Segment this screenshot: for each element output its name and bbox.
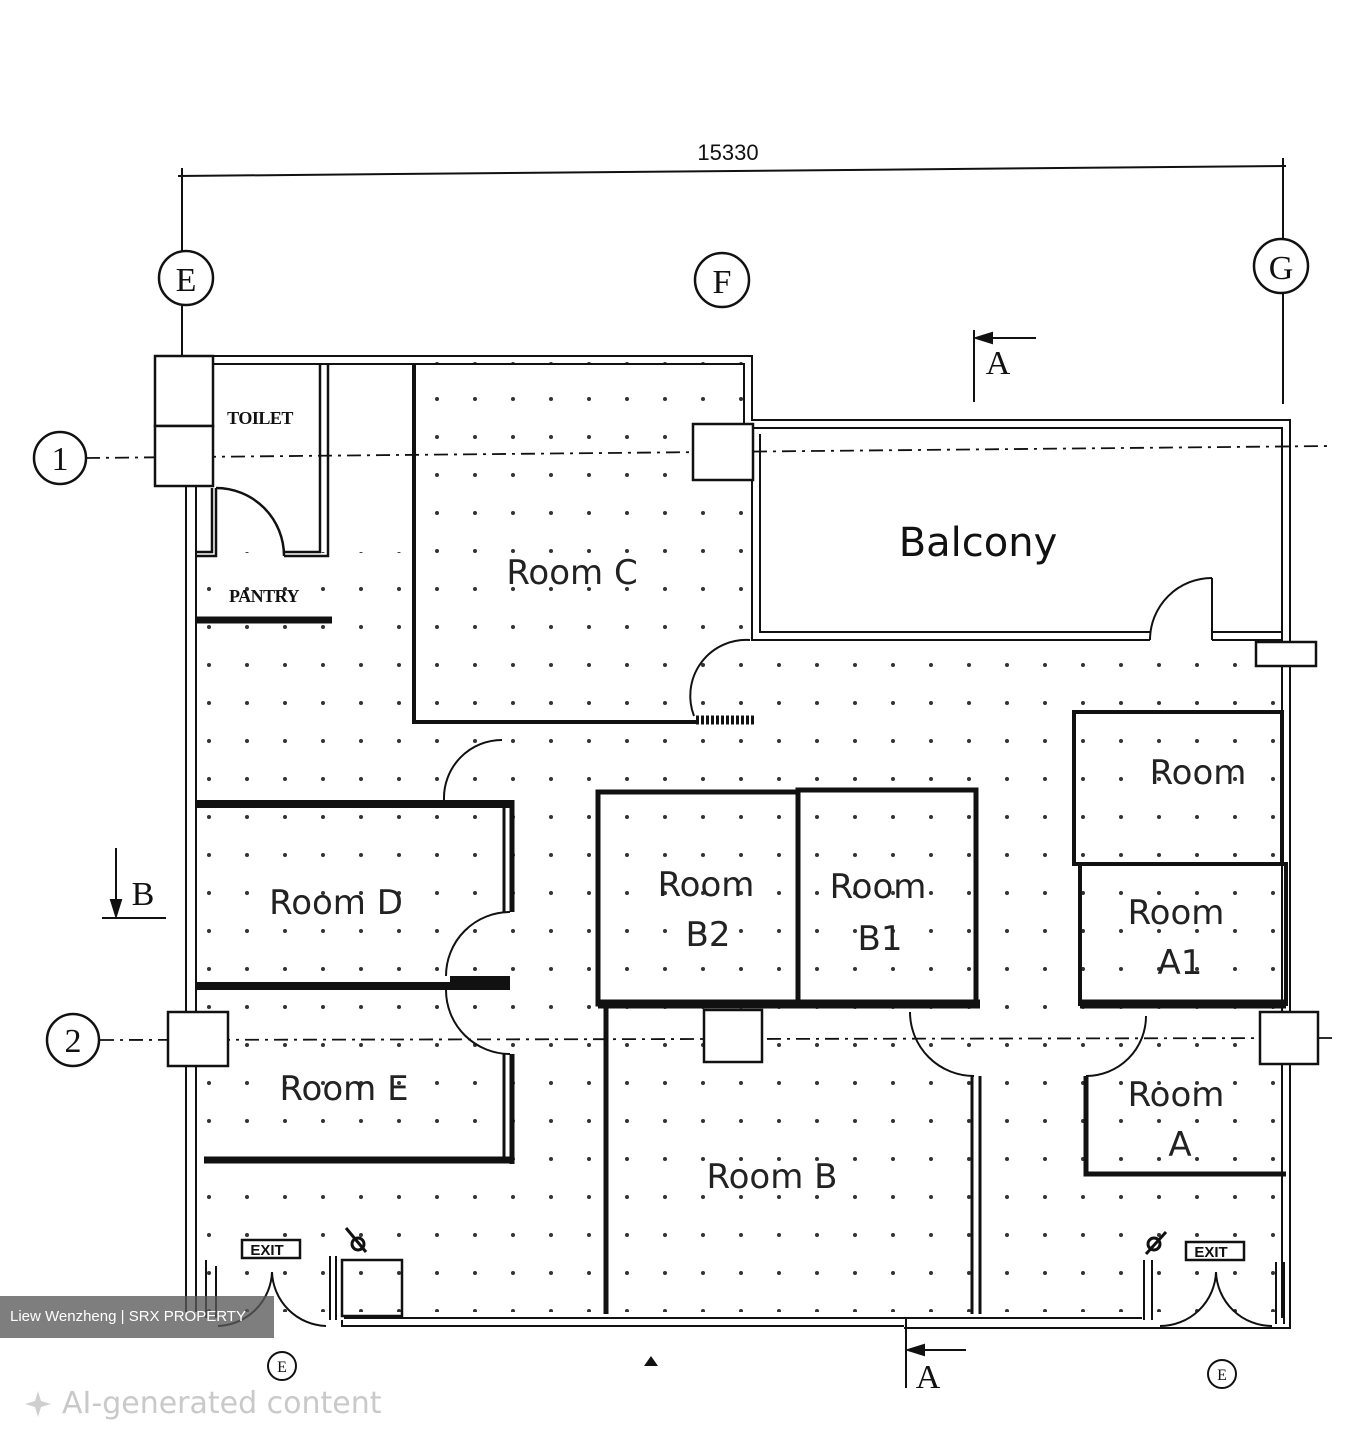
svg-text:E: E [277,1359,287,1376]
fire-extinguisher-icon [1144,1230,1168,1256]
svg-text:EXIT: EXIT [1194,1244,1227,1261]
section-mark-b [102,848,166,920]
label-room-b2-line2: B2 [686,915,731,955]
svg-text:F: F [713,264,732,301]
svg-text:E: E [1217,1367,1227,1384]
photo-credit-banner: Liew Wenzheng | SRX PROPERTY [0,1296,274,1338]
ai-generated-label: AI-generated content [62,1386,382,1421]
balcony-door [1149,577,1213,641]
label-room-top-right: Room [1150,753,1247,793]
fire-extinguisher-icon [344,1227,368,1253]
grid-bubble-2: 2 [45,1012,101,1068]
label-room-b1-line1: Room [830,867,927,907]
sparkle-icon [25,1391,51,1417]
floor-dots-right [750,640,1286,1312]
section-label-a-bottom: A [916,1359,941,1396]
svg-text:EXIT: EXIT [250,1242,283,1259]
label-room-a1-line1: Room [1128,893,1225,933]
label-room-b2-line1: Room [658,865,755,905]
section-label-b: B [132,876,155,913]
section-label-a-top: A [986,345,1011,382]
section-mark-a-top [972,330,1036,402]
label-room-a-line2: A [1168,1125,1191,1165]
label-balcony: Balcony [899,520,1058,566]
toilet-walls [196,364,330,558]
outer-walls [185,355,1291,1329]
grid-bubble-e: E [157,249,215,307]
room-b-walls [595,787,982,1314]
section-mark-a-bottom [904,1318,966,1388]
label-toilet: TOILET [227,408,293,428]
north-arrow-icon [644,1356,658,1366]
label-room-e: Room E [279,1069,408,1109]
svg-text:E: E [176,262,197,299]
label-room-a-line1: Room [1128,1075,1225,1115]
svg-text:G: G [1269,250,1294,287]
dimension-total-width: 15330 [697,140,758,165]
grid-bubble-g: G [1252,237,1310,295]
label-room-b: Room B [707,1157,838,1197]
ai-generated-badge: AI-generated content [22,1384,382,1424]
exit-route-marker-left: E [267,1351,297,1381]
exit-route-marker-right: E [1207,1359,1237,1389]
exit-sign-right: EXIT [1184,1240,1246,1262]
columns [153,354,1320,1068]
grid-bubble-f: F [693,251,751,309]
label-room-b1-line2: B1 [858,919,903,959]
svg-text:1: 1 [52,441,69,478]
exit-sign-left: EXIT [240,1238,302,1260]
floor-dots-pantry-clear [196,362,410,552]
grid-bubble-1: 1 [32,430,88,486]
label-room-c: Room C [506,553,637,593]
room-d-e-walls [196,739,515,1164]
room-c-walls [412,364,756,725]
label-pantry: PANTRY [229,586,300,606]
svg-text:2: 2 [65,1023,82,1060]
room-a-walls [1072,710,1288,1177]
label-room-a1-line2: A1 [1158,943,1203,983]
label-room-d: Room D [269,883,403,923]
